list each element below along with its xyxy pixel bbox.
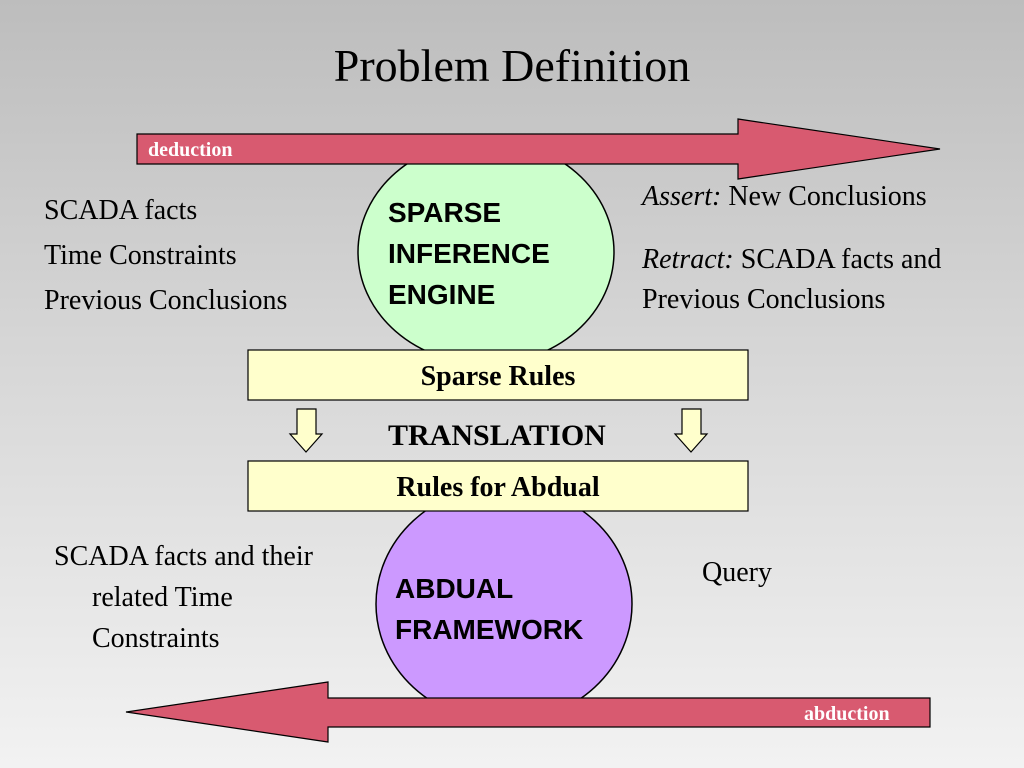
translation-label: TRANSLATION xyxy=(388,419,606,452)
retract-line: Retract: SCADA facts and xyxy=(642,240,941,280)
list-item: SCADA facts xyxy=(44,195,198,226)
abdual-framework-line: ABDUAL xyxy=(395,573,514,604)
inference-engine-line: ENGINE xyxy=(388,279,496,310)
abdual-framework-line: FRAMEWORK xyxy=(395,614,584,645)
assert-label: Assert: xyxy=(642,181,722,212)
sparse-rules-label: Sparse Rules xyxy=(420,361,576,392)
query-label: Query xyxy=(702,557,772,588)
left-bottom-text: SCADA facts and their related Time Const… xyxy=(54,536,313,659)
abduction-arrow xyxy=(125,681,931,743)
page-title: Problem Definition xyxy=(333,40,691,91)
list-item: Time Constraints xyxy=(44,240,237,271)
sparse-rules-box xyxy=(247,349,749,401)
deduction-label: deduction xyxy=(148,139,233,161)
retract-line-2: Previous Conclusions xyxy=(642,284,886,315)
abduction-label: abduction xyxy=(804,703,890,725)
inference-engine-line: SPARSE xyxy=(388,197,502,228)
inference-engine-line: INFERENCE xyxy=(388,238,550,269)
deduction-arrow xyxy=(136,118,941,180)
left-bottom-line: related Time xyxy=(92,582,233,613)
left-bottom-line: SCADA facts and their xyxy=(54,541,313,572)
abdual-rules-box xyxy=(247,460,749,512)
abdual-framework-label: ABDUAL FRAMEWORK xyxy=(395,568,583,650)
inference-engine-label: SPARSE INFERENCE ENGINE xyxy=(388,192,550,315)
list-item: Previous Conclusions xyxy=(44,285,288,316)
left-bottom-line: Constraints xyxy=(92,623,220,654)
translation-left-arrow xyxy=(288,408,324,453)
left-top-list: SCADA facts Time Constraints Previous Co… xyxy=(44,188,287,323)
abdual-rules-label: Rules for Abdual xyxy=(396,472,600,503)
retract-label: Retract: xyxy=(642,244,734,275)
assert-line: Assert: New Conclusions xyxy=(642,177,927,217)
retract-text: SCADA facts and xyxy=(740,244,942,275)
translation-right-arrow xyxy=(673,408,709,453)
assert-text: New Conclusions xyxy=(728,181,927,212)
